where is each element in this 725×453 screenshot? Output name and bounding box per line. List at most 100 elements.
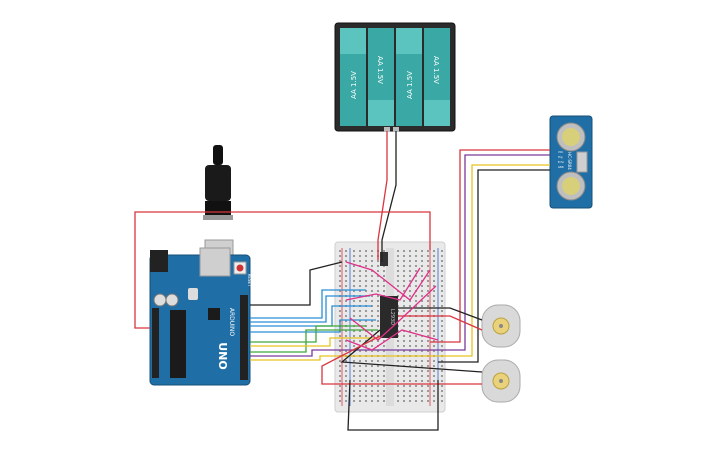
breadboard-hole [397, 390, 399, 392]
wire-sensor-gnd[interactable] [438, 169, 550, 363]
wire-pink-3[interactable] [349, 285, 437, 341]
breadboard-hole [359, 290, 361, 292]
dc-motor-2[interactable] [481, 359, 521, 403]
breadboard-hole [421, 390, 423, 392]
motor-driver-ic[interactable]: L293D [380, 296, 398, 338]
breadboard-hole [377, 275, 379, 277]
wire-pink-4[interactable] [345, 329, 439, 351]
breadboard-hole [409, 390, 411, 392]
ultrasonic-sensor[interactable]: HC-SR04 VCC Trig Echo GND [549, 115, 593, 209]
breadboard-hole [415, 345, 417, 347]
arduino-uno-board[interactable]: ARDUINO UNO RESET [149, 247, 252, 386]
breadboard-hole [359, 370, 361, 372]
breadboard-hole [345, 365, 347, 367]
breadboard-hole [421, 260, 423, 262]
wire-battery-positive[interactable] [377, 131, 388, 260]
breadboard-hole [353, 395, 355, 397]
breadboard-hole [365, 255, 367, 257]
wires [134, 131, 550, 431]
breadboard-hole [409, 300, 411, 302]
breadboard-hole [403, 265, 405, 267]
breadboard-hole [403, 290, 405, 292]
breadboard-hole [365, 315, 367, 317]
breadboard-hole [427, 360, 429, 362]
wire-motor-1a[interactable] [398, 307, 483, 321]
breadboard-hole [433, 285, 435, 287]
breadboard-hole [353, 260, 355, 262]
breadboard-hole [353, 360, 355, 362]
breadboard-hole [365, 375, 367, 377]
breadboard-hole [377, 395, 379, 397]
battery-cell-1-label: AA 1.5V [350, 71, 358, 99]
breadboard-hole [353, 315, 355, 317]
breadboard-hole [359, 275, 361, 277]
wire-pwm-2[interactable] [250, 295, 370, 323]
wire-pink-2[interactable] [345, 267, 421, 301]
breadboard-hole [427, 320, 429, 322]
breadboard-hole [377, 390, 379, 392]
wire-arduino-5v-loop[interactable] [134, 211, 431, 329]
breadboard-hole [377, 300, 379, 302]
breadboard-hole [377, 325, 379, 327]
breadboard-hole [421, 320, 423, 322]
breadboard-hole [427, 310, 429, 312]
breadboard-hole [359, 260, 361, 262]
wire-yellow-1[interactable] [250, 337, 380, 347]
breadboard-hole [427, 330, 429, 332]
breadboard-hole [409, 260, 411, 262]
breadboard-hole [403, 380, 405, 382]
breadboard-hole [421, 310, 423, 312]
breadboard-hole [427, 365, 429, 367]
wire-motor-2b[interactable] [321, 335, 482, 385]
wire-sensor-vcc[interactable] [430, 149, 550, 343]
wire-green-2[interactable] [250, 329, 378, 353]
breadboard-hole [433, 300, 435, 302]
wire-motor-1b[interactable] [398, 315, 483, 331]
breadboard-hole [409, 365, 411, 367]
breadboard-hole [383, 250, 385, 252]
breadboard-hole [427, 335, 429, 337]
breadboard-hole [415, 370, 417, 372]
breadboard-hole [353, 270, 355, 272]
wire-green-1[interactable] [250, 325, 366, 343]
breadboard-hole [353, 370, 355, 372]
breadboard-hole [377, 290, 379, 292]
dc-motor-1[interactable] [481, 304, 521, 348]
breadboard-hole [441, 365, 443, 367]
breadboard-hole [433, 250, 435, 252]
breadboard-hole [403, 385, 405, 387]
sensor-pin-gnd: GND [558, 165, 564, 169]
breadboard-hole [371, 340, 373, 342]
breadboard-hole [383, 350, 385, 352]
breadboard-hole [433, 290, 435, 292]
breadboard-hole [359, 300, 361, 302]
breadboard-hole [371, 250, 373, 252]
wire-arduino-gnd[interactable] [250, 261, 343, 306]
wire-pwm-3[interactable] [250, 305, 372, 327]
breadboard-hole [339, 375, 341, 377]
breadboard-hole [383, 345, 385, 347]
breadboard-hole [427, 345, 429, 347]
breadboard-hole [403, 390, 405, 392]
wire-pwm-1[interactable] [250, 289, 366, 319]
breadboard-hole [359, 250, 361, 252]
breadboard-hole [415, 305, 417, 307]
breadboard-hole [397, 265, 399, 267]
breadboard-hole [353, 380, 355, 382]
battery-pack[interactable]: AA 1.5V AA 1.5V AA 1.5V AA 1.5V [334, 22, 456, 132]
breadboard-hole [427, 270, 429, 272]
breadboard-hole [353, 275, 355, 277]
wire-motor-2a[interactable] [340, 329, 483, 373]
battery-cell-4-label: AA 1.5V [432, 56, 440, 84]
wire-bb-bottom-loop[interactable] [347, 379, 439, 431]
wire-trig[interactable] [250, 154, 550, 357]
slide-switch[interactable] [380, 252, 388, 266]
breadboard-hole [415, 295, 417, 297]
wire-pink-1[interactable] [345, 261, 431, 301]
wire-echo[interactable] [250, 164, 550, 361]
breadboard-hole [433, 255, 435, 257]
breadboard-hole [441, 295, 443, 297]
breadboard-hole [403, 255, 405, 257]
breadboard-hole [339, 285, 341, 287]
